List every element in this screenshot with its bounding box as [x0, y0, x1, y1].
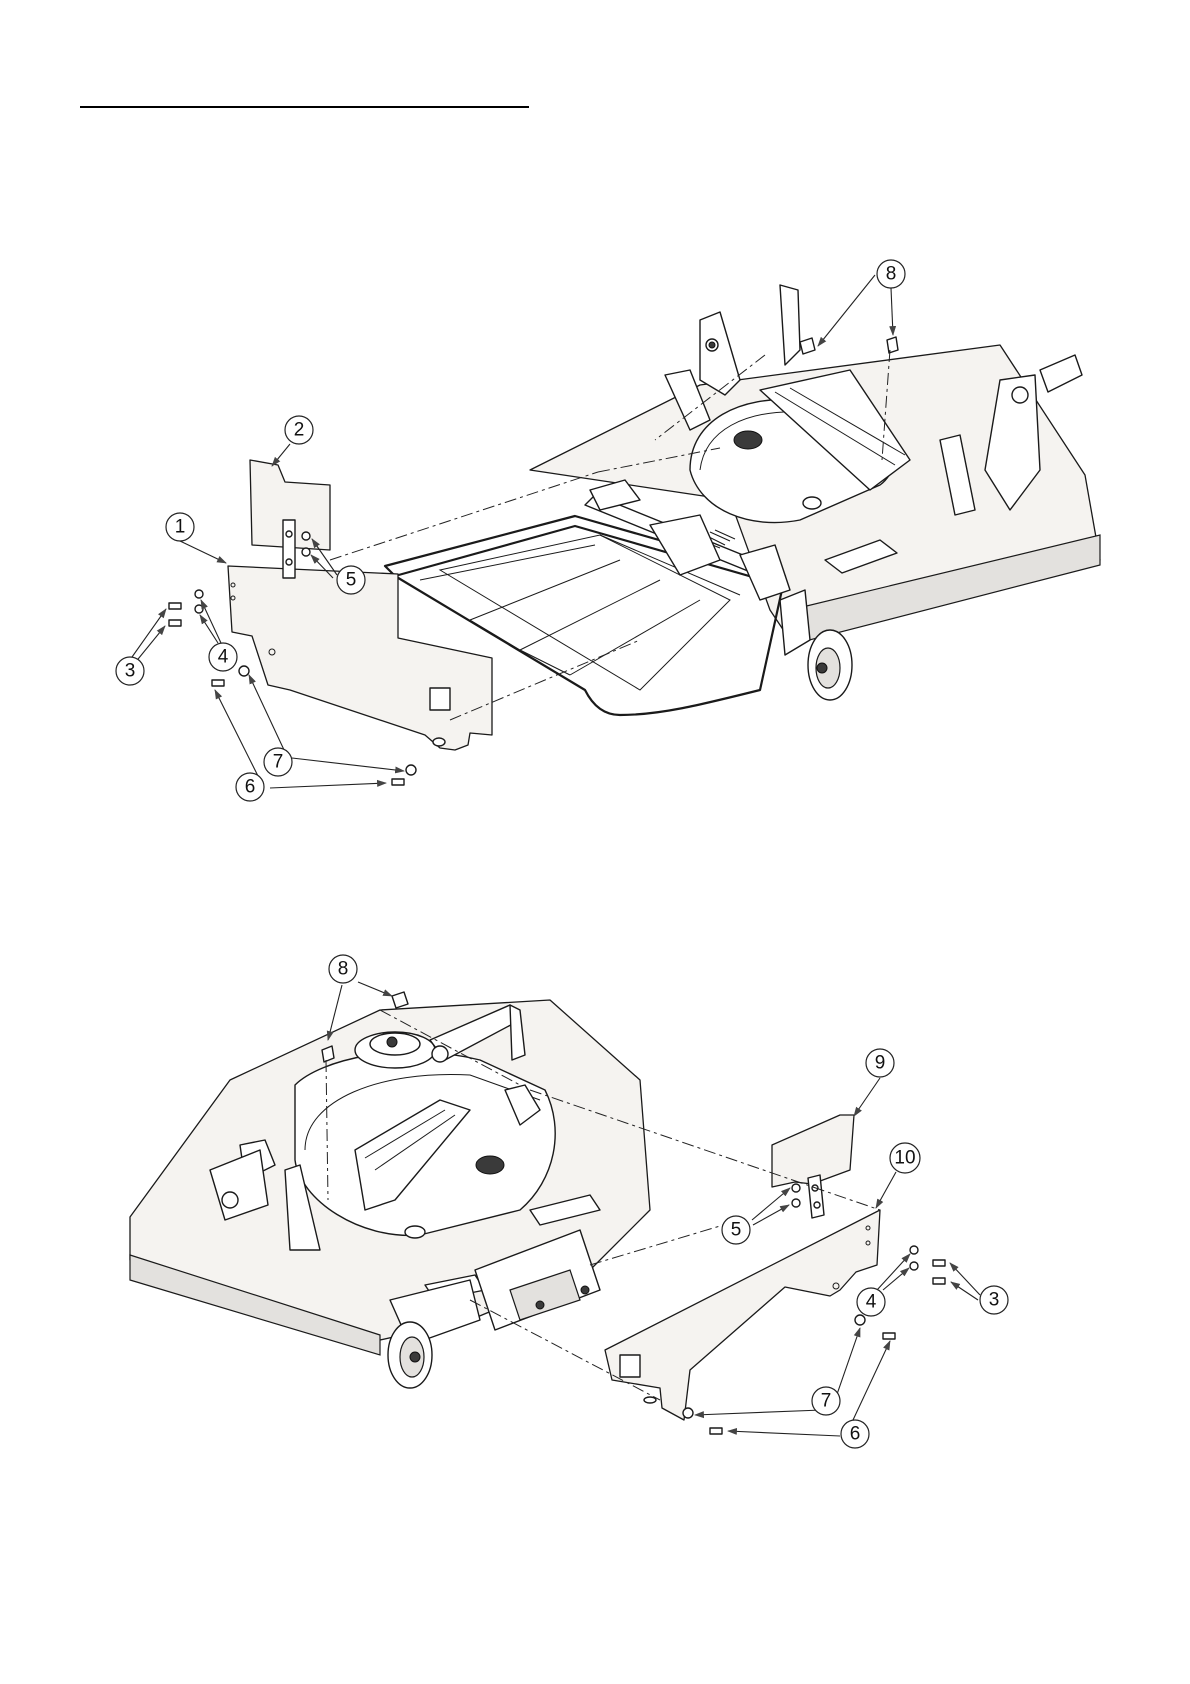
top-callout-8[interactable]: 8	[877, 260, 905, 288]
svg-text:9: 9	[875, 1053, 886, 1074]
top-callout-6[interactable]: 6	[236, 773, 264, 801]
top-figure: 1 2 3 4 5 6 7 8	[116, 260, 1100, 801]
bottom-callout-8[interactable]: 8	[329, 955, 357, 983]
svg-text:2: 2	[294, 420, 305, 441]
top-callout-1[interactable]: 1	[166, 513, 194, 541]
svg-text:3: 3	[125, 661, 136, 682]
svg-text:1: 1	[175, 517, 186, 538]
top-side-plate	[228, 566, 492, 750]
svg-text:10: 10	[894, 1148, 915, 1169]
svg-text:7: 7	[273, 752, 284, 773]
svg-text:8: 8	[338, 959, 349, 980]
svg-text:6: 6	[245, 777, 256, 798]
bottom-callout-7[interactable]: 7	[812, 1387, 840, 1415]
top-callout-3[interactable]: 3	[116, 657, 144, 685]
svg-text:6: 6	[850, 1424, 861, 1445]
svg-text:5: 5	[346, 570, 357, 591]
top-callout-2[interactable]: 2	[285, 416, 313, 444]
top-callout-5[interactable]: 5	[337, 566, 365, 594]
bottom-callout-5[interactable]: 5	[722, 1216, 750, 1244]
bottom-figure: 8 9 10 5 4 3 7 6	[130, 955, 1008, 1448]
bottom-callout-3[interactable]: 3	[980, 1286, 1008, 1314]
bottom-callout-10[interactable]: 10	[890, 1143, 920, 1173]
bottom-baffle-plate	[772, 1115, 854, 1218]
bottom-callout-4[interactable]: 4	[857, 1288, 885, 1316]
bottom-callout-6[interactable]: 6	[841, 1420, 869, 1448]
top-callout-4[interactable]: 4	[209, 643, 237, 671]
svg-text:3: 3	[989, 1290, 1000, 1311]
svg-text:5: 5	[731, 1220, 742, 1241]
top-baffle-plate	[250, 460, 330, 578]
top-callout-7[interactable]: 7	[264, 748, 292, 776]
bottom-callout-9[interactable]: 9	[866, 1049, 894, 1077]
svg-text:7: 7	[821, 1391, 832, 1412]
svg-text:4: 4	[218, 647, 229, 668]
svg-text:8: 8	[886, 264, 897, 285]
svg-text:4: 4	[866, 1292, 877, 1313]
bottom-mower-deck	[130, 1000, 650, 1388]
